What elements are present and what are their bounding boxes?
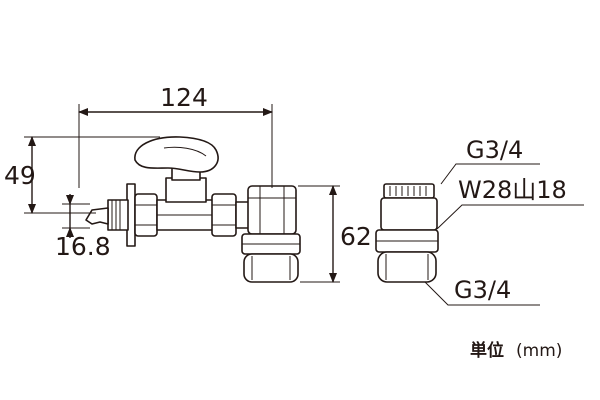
leader-nut-thread <box>436 204 584 230</box>
lever-handle <box>134 136 219 173</box>
spout-tip <box>85 207 109 225</box>
adapter-detail-view <box>375 183 439 283</box>
dim-62-label: 62 <box>340 222 372 251</box>
dimension-lines <box>24 104 584 306</box>
adapter-body <box>380 197 438 231</box>
faucet-side-view <box>85 136 301 283</box>
unit-value: (mm) <box>516 341 562 361</box>
body-nut <box>134 193 158 237</box>
dim-124-label: 124 <box>160 83 208 112</box>
dim-16-8-label: 16.8 <box>55 232 111 261</box>
adapter-bottom <box>377 251 437 283</box>
dim-49-label: 49 <box>4 161 36 190</box>
hose-nut <box>243 253 299 283</box>
leader-top-thread <box>440 163 540 185</box>
wall-shank <box>107 199 129 231</box>
unit-label: 単位 <box>470 340 504 361</box>
callout-nut-thread: W28山18 <box>458 176 567 204</box>
body-collar <box>211 193 237 237</box>
callout-top-thread: G3/4 <box>466 136 523 164</box>
callout-bottom-thread: G3/4 <box>454 276 511 304</box>
valve-stem <box>165 177 207 203</box>
outlet-hex <box>247 185 297 235</box>
leader-bottom-thread <box>424 281 540 306</box>
